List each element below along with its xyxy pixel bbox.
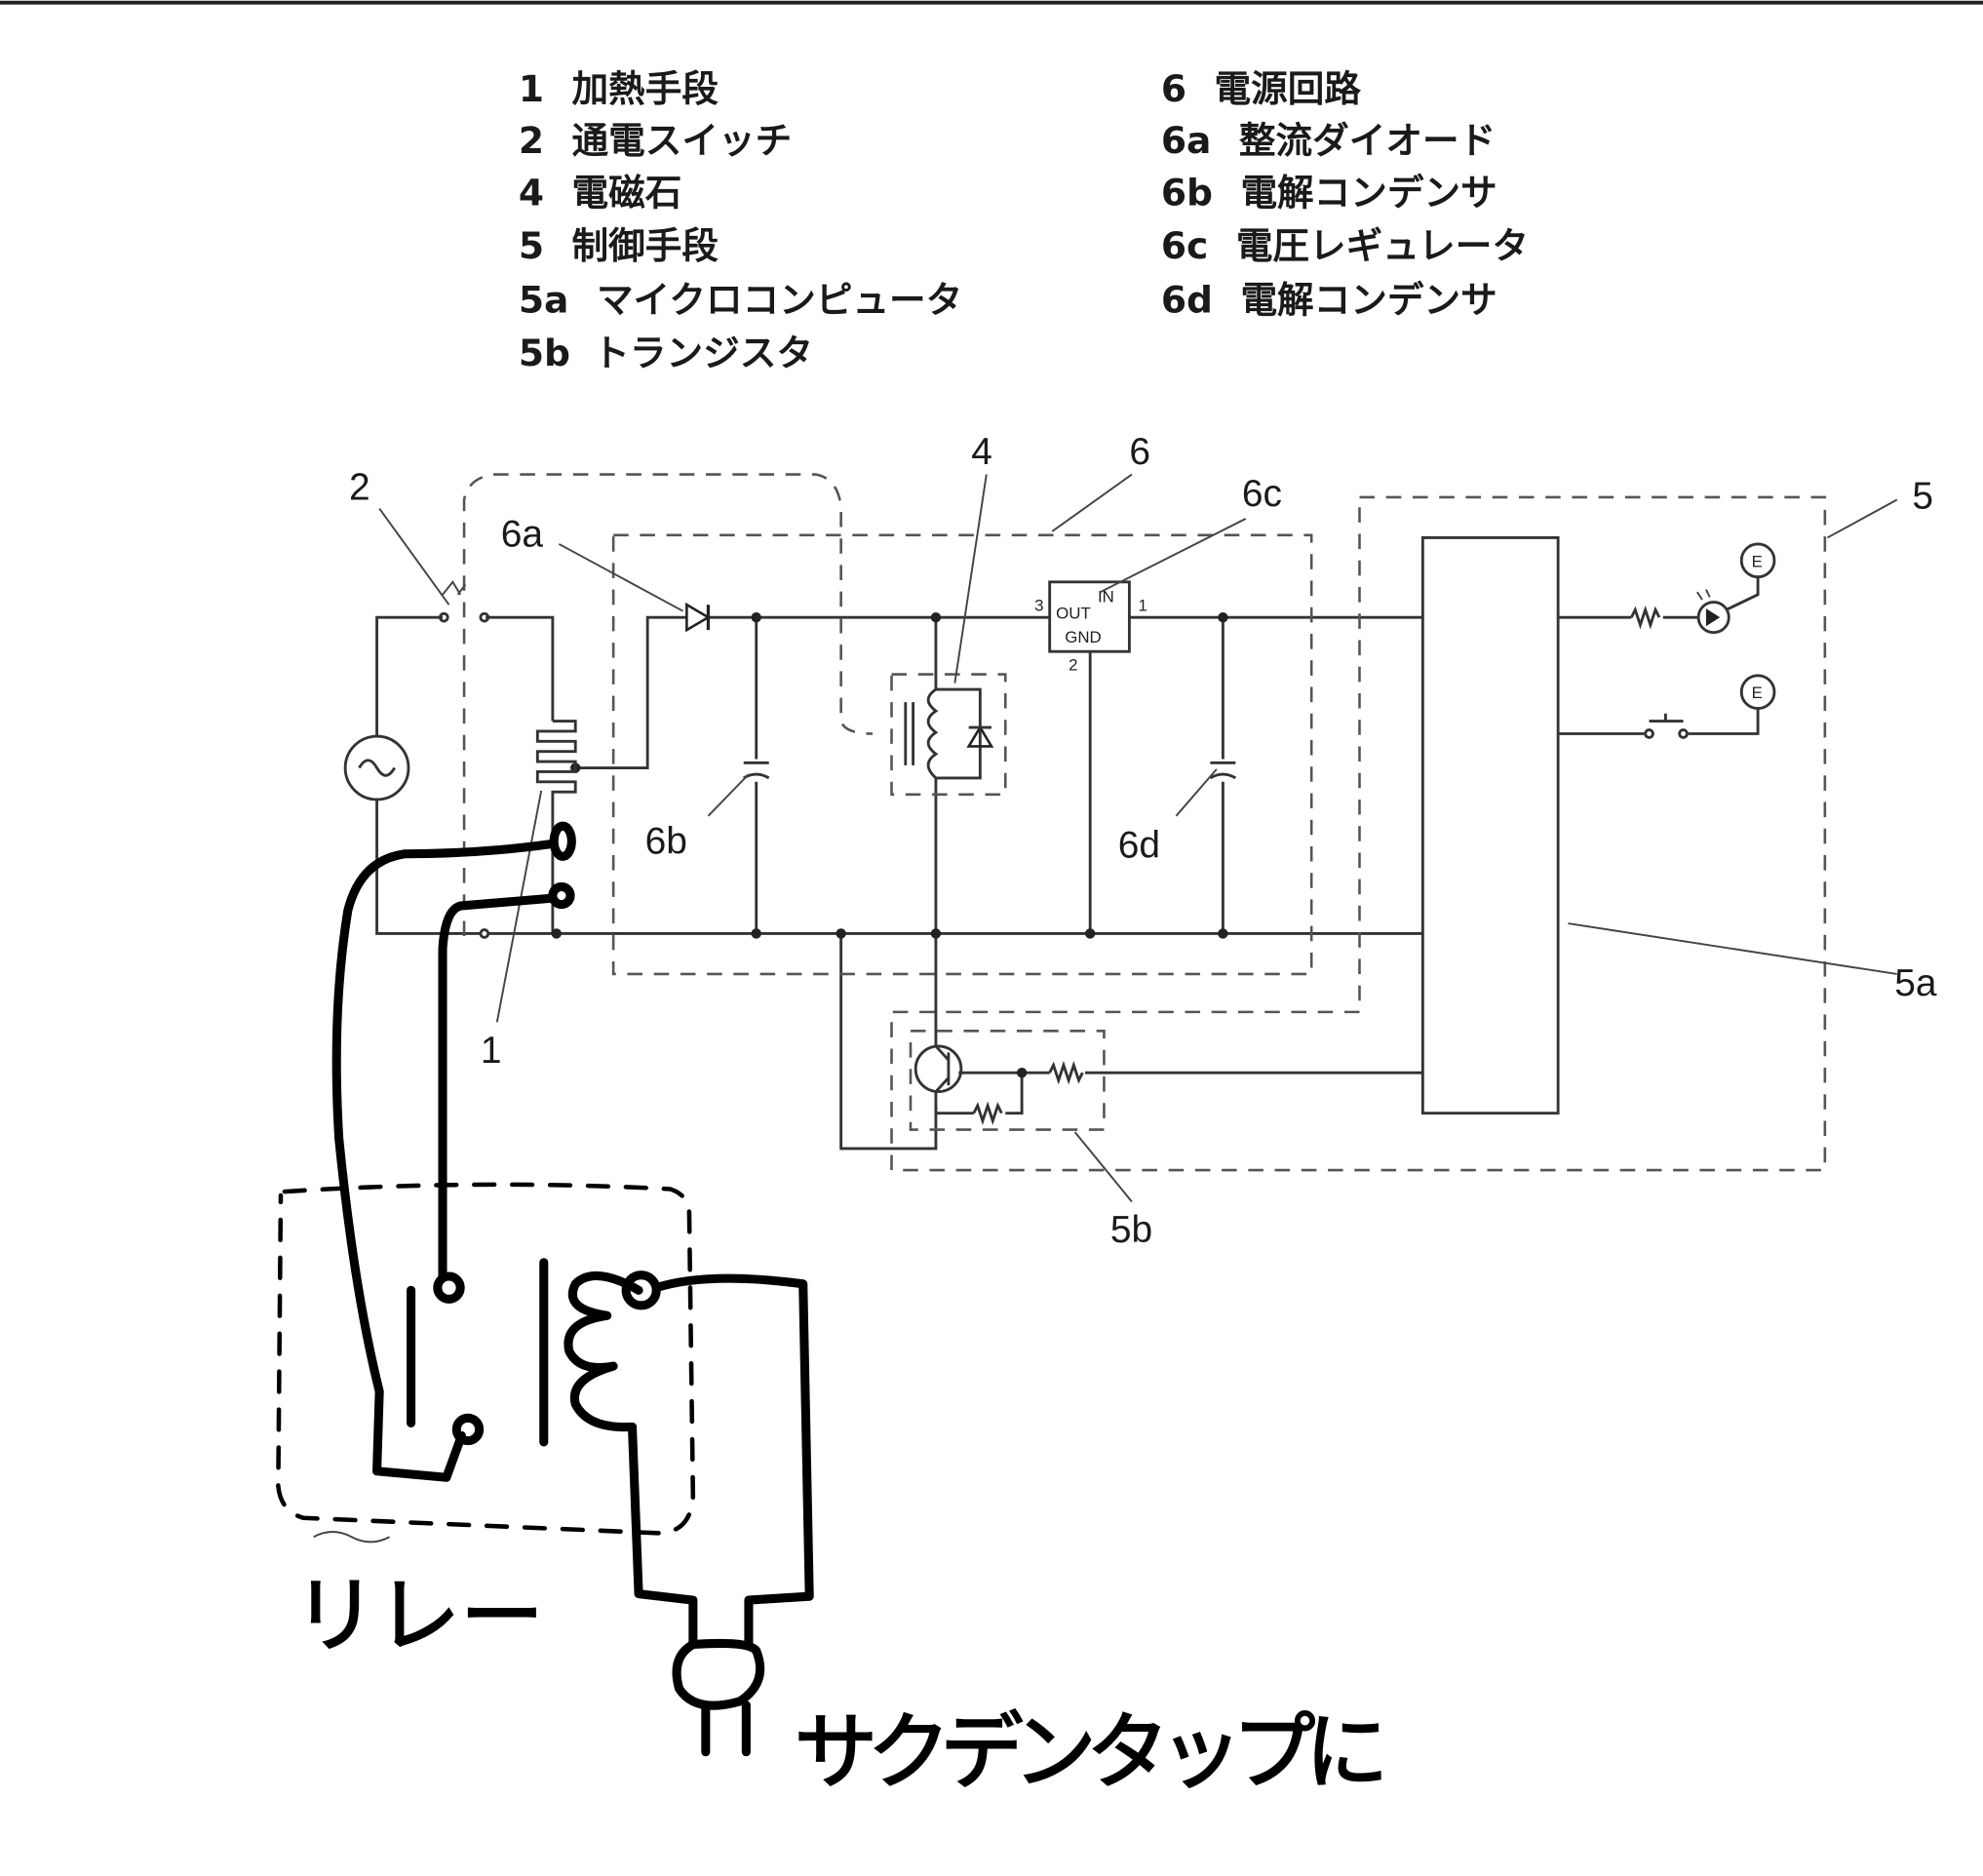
ac-wave-icon: [358, 759, 396, 777]
control-means-box: [890, 495, 1827, 1172]
electromagnet-box: [890, 673, 1007, 797]
leader-lines: [378, 473, 1898, 1203]
svg-text:2: 2: [1069, 656, 1077, 675]
svg-text:6b: 6b: [645, 821, 687, 863]
svg-text:5a: 5a: [1894, 962, 1937, 1004]
svg-text:1: 1: [1138, 597, 1147, 615]
svg-text:5b: 5b: [1110, 1209, 1152, 1251]
circuit-wires: [375, 576, 1760, 1151]
resistor-emitter-icon: [972, 1101, 1003, 1125]
led-icon: [1696, 589, 1730, 635]
svg-text:E: E: [1752, 552, 1763, 570]
microcomputer-block: [1420, 536, 1560, 1115]
relay-handwritten-label: リレー: [293, 1568, 544, 1664]
svg-text:4: 4: [971, 431, 992, 473]
svg-text:GND: GND: [1065, 628, 1101, 646]
ac-source-icon: [343, 734, 410, 801]
svg-text:OUT: OUT: [1056, 604, 1091, 622]
handwritten-relay-sketch: [276, 821, 814, 1757]
outlet-handwritten-label: サクデンタップに: [795, 1705, 1389, 1802]
svg-text:6c: 6c: [1242, 473, 1282, 515]
svg-text:IN: IN: [1098, 588, 1114, 606]
capacitor-6d-icon: [1209, 761, 1237, 780]
callout-labels: 2 6a 4 6 6c 5 5a 5b 1 6b 6d: [349, 431, 1937, 1251]
svg-text:5: 5: [1912, 476, 1933, 518]
switch-link: [462, 473, 874, 937]
led-terminal-icon: [1739, 542, 1776, 579]
resistor-base-icon: [1048, 1060, 1084, 1085]
power-circuit-box: [611, 533, 1313, 976]
voltage-regulator: OUT IN GND 3 1 2: [1034, 580, 1147, 675]
push-switch-icon: [1644, 713, 1689, 739]
svg-text:6: 6: [1129, 431, 1150, 473]
switch-terminal-icon: [1739, 674, 1776, 710]
transistor-box: [909, 1030, 1106, 1131]
svg-text:1: 1: [481, 1030, 502, 1072]
switch-contact: [442, 580, 467, 596]
svg-text:6a: 6a: [501, 514, 544, 556]
diode-6a-icon: [685, 602, 711, 633]
transistor-icon: [914, 1044, 963, 1094]
svg-text:E: E: [1752, 684, 1763, 702]
heater-element: [535, 720, 577, 794]
svg-text:2: 2: [349, 467, 370, 509]
electromagnet-coil-icon: [904, 687, 994, 780]
resistor-led-icon: [1630, 605, 1661, 630]
svg-text:6d: 6d: [1118, 825, 1160, 867]
svg-text:3: 3: [1034, 597, 1043, 615]
